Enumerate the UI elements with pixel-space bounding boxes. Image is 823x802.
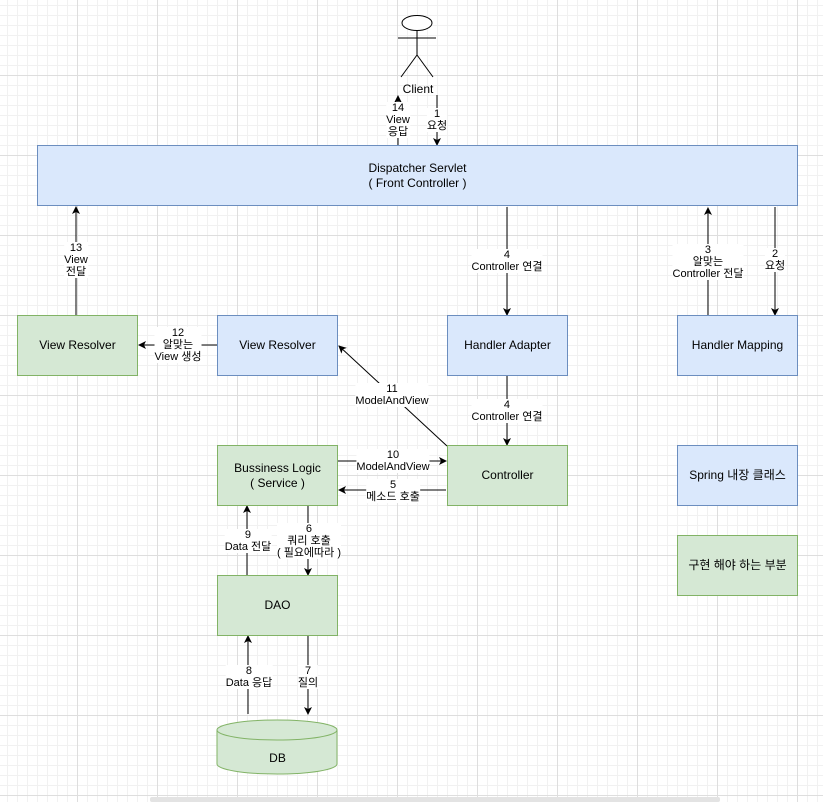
handler-adapter-node: Handler Adapter <box>447 315 568 376</box>
edge-6-num: 6 <box>305 523 313 535</box>
client-actor-icon <box>398 15 436 78</box>
edge-7-text: 질의 <box>297 677 319 689</box>
edge-1-text: 요청 <box>426 120 448 132</box>
edge-4a-text: Controller 연결 <box>471 261 543 273</box>
edge-11-num: 11 <box>386 383 398 395</box>
view-resolver-green-node: View Resolver <box>17 315 138 376</box>
edge-4b-num: 4 <box>503 399 511 411</box>
edge-11-text: ModelAndView <box>355 395 429 407</box>
edge-8-label: 8 Data 응답 <box>225 665 273 689</box>
edge-8-num: 8 <box>245 665 253 677</box>
edge-1-num: 1 <box>433 108 441 120</box>
edge-4b-label: 4 Controller 연결 <box>471 399 543 423</box>
edge-10-label: 10 ModelAndView <box>356 449 430 473</box>
business-logic-subtitle: ( Service ) <box>250 475 305 490</box>
edge-10-num: 10 <box>386 449 400 461</box>
edge-13-label: 13 View 전달 <box>64 242 88 278</box>
dispatcher-servlet-node: Dispatcher Servlet ( Front Controller ) <box>37 145 798 206</box>
business-logic-title: Bussiness Logic <box>234 460 321 475</box>
edge-12-num: 12 <box>171 327 185 339</box>
edge-14-line2: 응답 <box>387 126 409 138</box>
dao-node: DAO <box>217 575 338 636</box>
edge-3-line1: 알맞는 <box>692 256 724 268</box>
edge-13-line2: 전달 <box>65 266 87 278</box>
edge-3-line2: Controller 전달 <box>672 268 744 280</box>
edge-12-label: 12 알맞는 View 생성 <box>154 327 202 363</box>
edge-13-num: 13 <box>69 242 83 254</box>
edge-1-label: 1 요청 <box>426 108 448 132</box>
edge-2-label: 2 요청 <box>764 248 786 272</box>
business-logic-node: Bussiness Logic ( Service ) <box>217 445 338 506</box>
edge-6-line1: 쿼리 호출 <box>287 535 331 547</box>
edge-5-num: 5 <box>389 479 397 491</box>
edge-8-text: Data 응답 <box>225 677 273 689</box>
db-cylinder-shape <box>216 719 338 775</box>
controller-node: Controller <box>447 445 568 506</box>
edge-9-label: 9 Data 전달 <box>224 529 272 553</box>
edge-3-num: 3 <box>704 244 712 256</box>
view-resolver-blue-node: View Resolver <box>217 315 338 376</box>
edge-12-line2: View 생성 <box>154 351 202 363</box>
handler-mapping-node: Handler Mapping <box>677 315 798 376</box>
dispatcher-subtitle: ( Front Controller ) <box>368 175 467 190</box>
edge-7-label: 7 질의 <box>297 665 319 689</box>
edge-7-num: 7 <box>304 665 312 677</box>
edge-6-label: 6 쿼리 호출 ( 필요에따라 ) <box>276 523 342 559</box>
edge-5-text: 메소드 호출 <box>366 491 420 503</box>
edge-6-line2: ( 필요에따라 ) <box>276 547 342 559</box>
db-node-label: DB <box>269 750 286 765</box>
edge-9-text: Data 전달 <box>224 541 272 553</box>
edge-4a-label: 4 Controller 연결 <box>471 249 543 273</box>
edge-14-label: 14 View 응답 <box>386 102 410 138</box>
legend-builtin-node: Spring 내장 클래스 <box>677 445 798 506</box>
edge-10-text: ModelAndView <box>356 461 430 473</box>
edge-2-text: 요청 <box>764 260 786 272</box>
edge-3-label: 3 알맞는 Controller 전달 <box>672 244 744 280</box>
edge-13-line1: View <box>64 254 88 266</box>
edge-12-line1: 알맞는 <box>162 339 194 351</box>
edge-4b-text: Controller 연결 <box>471 411 543 423</box>
horizontal-scrollbar[interactable] <box>150 797 720 802</box>
edge-14-line1: View <box>386 114 410 126</box>
edge-9-num: 9 <box>244 529 252 541</box>
edge-2-num: 2 <box>771 248 779 260</box>
client-label: Client <box>402 82 434 96</box>
edge-11-label: 11 ModelAndView <box>355 383 429 407</box>
edge-5-label: 5 메소드 호출 <box>366 479 420 503</box>
legend-implement-node: 구현 해야 하는 부분 <box>677 535 798 596</box>
edge-4a-num: 4 <box>503 249 511 261</box>
edge-14-num: 14 <box>391 102 405 114</box>
dispatcher-title: Dispatcher Servlet <box>368 160 467 175</box>
